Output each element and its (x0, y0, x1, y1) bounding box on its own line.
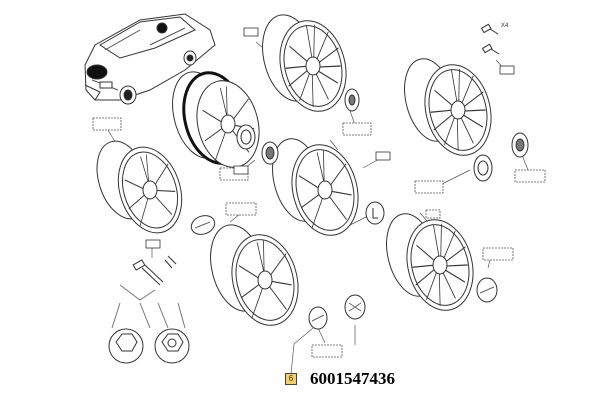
wheel-tyre (172, 71, 260, 168)
wheel-left (96, 140, 183, 234)
selected-part-number[interactable]: 6001547436 (310, 369, 395, 388)
wheel-bottom-center (210, 224, 299, 326)
hubcap-icon (236, 88, 529, 182)
wheel-bottom-right (386, 213, 474, 313)
wheel-right-top (404, 58, 492, 158)
wheel-middle (272, 138, 359, 236)
car-icon (84, 13, 216, 105)
selected-part-marker[interactable]: 6 (285, 373, 297, 385)
callout-boxes (92, 117, 546, 358)
nut-icon (108, 284, 190, 364)
wheel-top-center (262, 14, 347, 114)
center-cap-icon (190, 201, 498, 330)
reference-tags (145, 27, 515, 249)
bolt-icon (132, 23, 500, 286)
bolt-quantity-label: X4 (501, 23, 509, 29)
valve-icon (164, 255, 177, 269)
